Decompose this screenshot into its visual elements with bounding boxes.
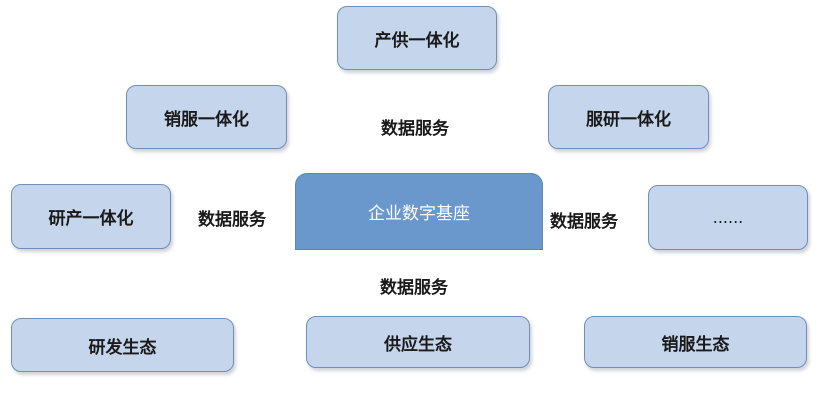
node-production-supply: 产供一体化 xyxy=(337,6,497,70)
node-ellipsis: ...... xyxy=(648,185,808,250)
node-sales-service: 销服一体化 xyxy=(126,85,287,149)
node-supply-ecosystem: 供应生态 xyxy=(306,316,530,368)
label-data-service-right: 数据服务 xyxy=(550,212,618,232)
label-data-service-bottom: 数据服务 xyxy=(380,278,448,298)
node-service-rnd: 服研一体化 xyxy=(548,85,709,149)
label-data-service-left: 数据服务 xyxy=(198,210,266,230)
node-sales-service-ecosystem: 销服生态 xyxy=(584,316,807,368)
label-data-service-top: 数据服务 xyxy=(381,119,449,139)
node-rnd-ecosystem: 研发生态 xyxy=(11,318,234,372)
node-enterprise-digital-base: 企业数字基座 xyxy=(295,173,543,250)
node-rnd-production: 研产一体化 xyxy=(11,184,171,249)
